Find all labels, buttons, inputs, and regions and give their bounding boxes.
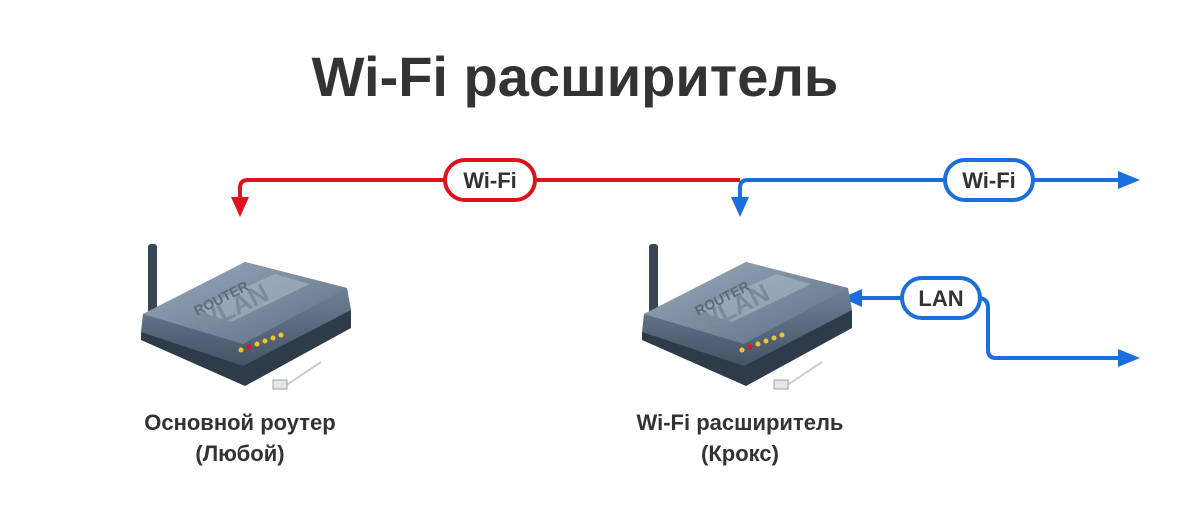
- wifi-main-link: [231, 178, 740, 217]
- lan-link: [842, 289, 1140, 367]
- lan-pill: LAN: [900, 276, 982, 320]
- main-router-icon: ROUTER WLAN: [141, 244, 351, 390]
- lan-label: LAN: [918, 286, 963, 311]
- wifi-main-pill: Wi-Fi: [443, 158, 537, 202]
- arrow-down-icon: [231, 197, 249, 217]
- wifi-extended-link: [731, 171, 1140, 217]
- wifi-out-pill: Wi-Fi: [943, 158, 1035, 202]
- arrow-left-icon: [842, 289, 862, 307]
- arrow-right-icon: [1118, 171, 1140, 189]
- main-router-note: (Любой): [195, 441, 285, 466]
- arrow-right-icon: [1118, 349, 1140, 367]
- arrow-down-icon: [731, 197, 749, 217]
- extender-caption: Wi-Fi расширитель (Крокс): [590, 407, 890, 469]
- main-router-name: Основной роутер: [144, 410, 336, 435]
- page-title: Wi-Fi расширитель: [311, 45, 839, 108]
- extender-note: (Крокс): [701, 441, 779, 466]
- wifi-main-label: Wi-Fi: [463, 168, 517, 193]
- extender-name: Wi-Fi расширитель: [636, 410, 844, 435]
- main-router-caption: Основной роутер (Любой): [90, 407, 390, 469]
- wifi-out-label: Wi-Fi: [962, 168, 1016, 193]
- extender-icon: ROUTER WLAN: [642, 244, 852, 390]
